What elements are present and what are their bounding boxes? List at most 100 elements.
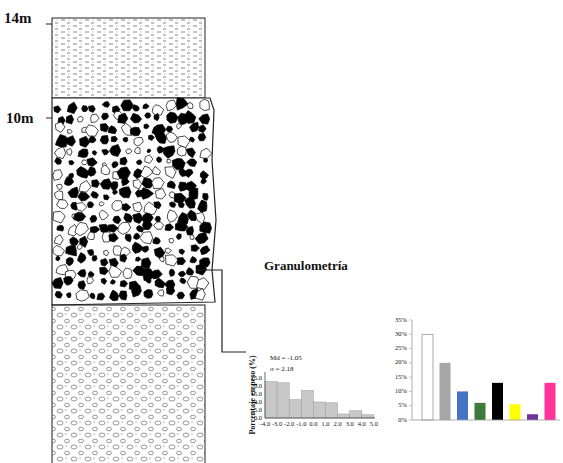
axis [265, 418, 375, 419]
clast [142, 246, 148, 252]
histogram-bar [350, 411, 362, 418]
tick-label: -1.0 [296, 421, 306, 428]
clast [57, 225, 64, 231]
clast [119, 291, 127, 300]
tick-label: 1.0 [321, 421, 329, 428]
clast [100, 136, 108, 145]
clast [55, 191, 63, 200]
clast [167, 286, 175, 295]
clast [121, 100, 134, 111]
tick-label: 15% [395, 374, 407, 381]
clast [54, 235, 63, 245]
clast [91, 191, 99, 198]
clast [200, 99, 209, 110]
clast [52, 278, 63, 289]
conglomerate-unit [52, 98, 216, 305]
tick-label: 3.0 [346, 421, 354, 428]
clast [177, 292, 185, 299]
clast [87, 158, 97, 167]
clast [73, 212, 85, 221]
clast [191, 245, 199, 252]
clast [187, 103, 193, 109]
class-bar [475, 403, 486, 420]
clast [118, 113, 128, 123]
clast [76, 203, 87, 212]
scale-tick [46, 118, 52, 119]
clast [136, 257, 141, 261]
clast [56, 256, 60, 261]
clast [57, 184, 63, 189]
clast [165, 167, 176, 179]
clast [77, 116, 83, 122]
clast [180, 278, 186, 284]
clast [134, 137, 143, 146]
clast [135, 148, 140, 154]
clast [57, 200, 69, 209]
clast [82, 160, 88, 165]
clast [80, 136, 90, 147]
clast [151, 270, 163, 279]
clast [54, 147, 65, 159]
clast [113, 190, 118, 194]
clast [187, 159, 197, 167]
clast [64, 277, 73, 286]
clast [177, 146, 186, 156]
clast [130, 127, 140, 136]
tick-label: 4.0 [358, 421, 366, 428]
clast [108, 126, 117, 134]
histogram-bar [277, 383, 289, 418]
clast [78, 253, 87, 264]
tick-label: 5.0 [370, 421, 378, 428]
clast [200, 171, 208, 179]
clast [203, 193, 209, 200]
clast [190, 122, 199, 132]
histogram-bar [313, 402, 325, 418]
clast [76, 290, 89, 301]
clast [100, 267, 109, 275]
clast [133, 180, 142, 190]
clast [110, 280, 115, 285]
tick-label: -2.0 [284, 421, 294, 428]
clast [110, 182, 118, 191]
clast [55, 292, 62, 299]
clast [132, 242, 143, 253]
clast [140, 188, 154, 200]
clast [82, 106, 88, 112]
clast [68, 130, 73, 134]
clast [133, 202, 142, 212]
tick-label: 2.0 [334, 421, 342, 428]
class-bar [422, 334, 433, 420]
clast [143, 220, 153, 229]
tick-label: 20% [395, 359, 407, 366]
clast [145, 155, 153, 164]
clast [68, 187, 79, 198]
clast [112, 201, 123, 211]
clast [53, 170, 63, 181]
clast [201, 178, 207, 184]
clast [177, 124, 182, 130]
clast [100, 124, 108, 132]
clast [185, 111, 196, 124]
clast [173, 159, 186, 170]
class-bar [510, 404, 521, 420]
clast [53, 211, 65, 223]
histogram-bar [362, 415, 374, 418]
clast [154, 222, 164, 229]
clast [166, 132, 177, 142]
clast [67, 293, 72, 298]
clast [90, 216, 97, 223]
clast [155, 133, 166, 144]
clast [88, 271, 94, 277]
clast [140, 166, 152, 178]
clast [188, 210, 197, 221]
tick-label: -4.0 [260, 421, 270, 428]
clast [153, 237, 160, 244]
clast [185, 169, 193, 177]
clast [179, 249, 185, 255]
clast [78, 281, 86, 290]
clast [200, 148, 212, 159]
tick-label: 25% [395, 345, 407, 352]
clast [99, 210, 108, 220]
bar-chart [409, 320, 556, 420]
clast [101, 259, 108, 266]
